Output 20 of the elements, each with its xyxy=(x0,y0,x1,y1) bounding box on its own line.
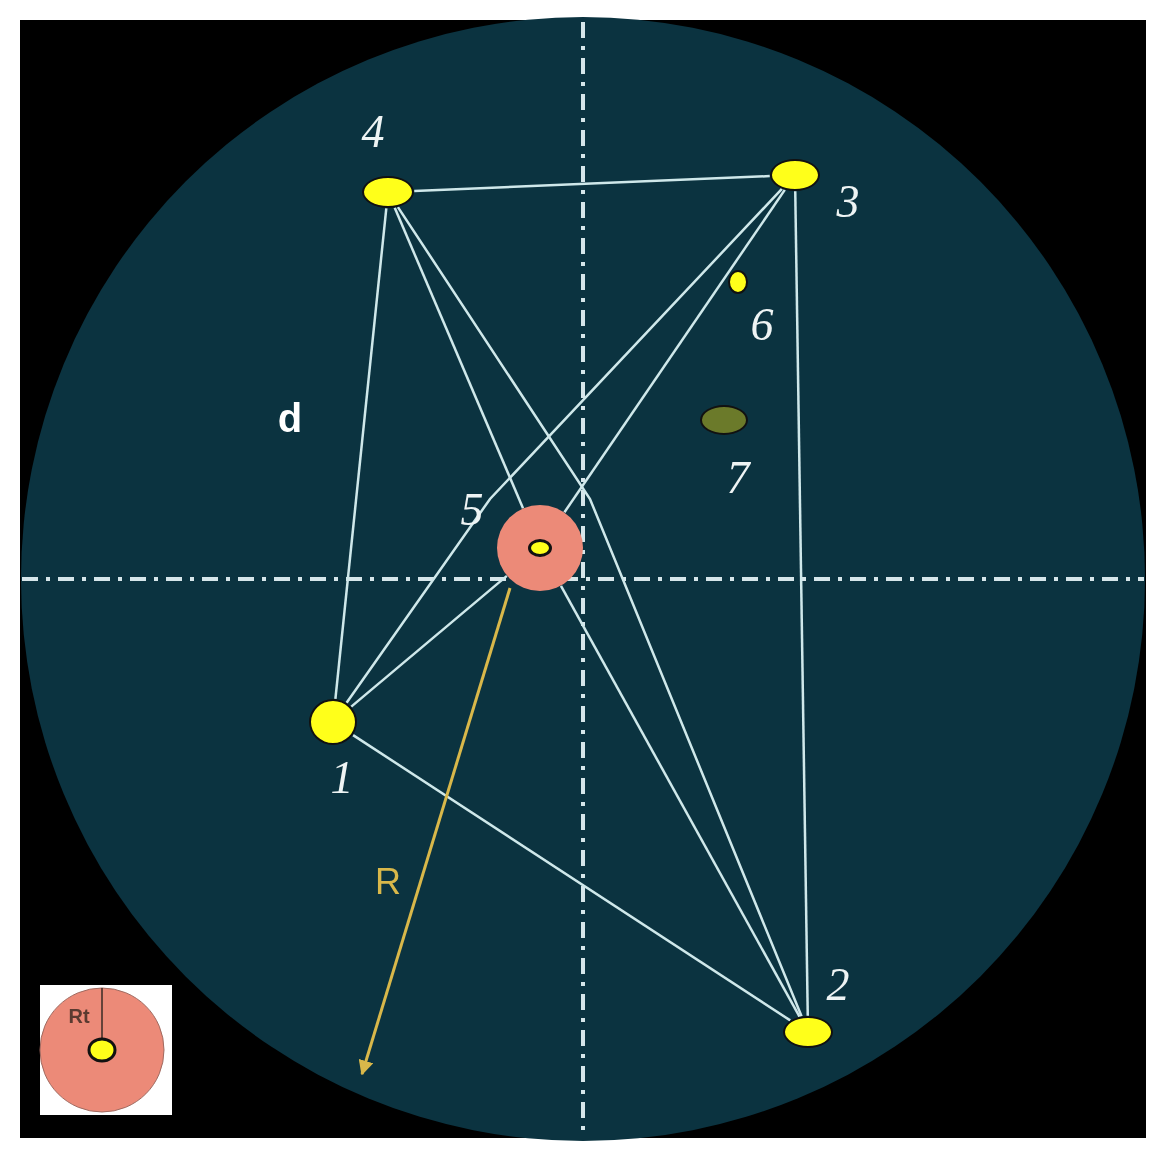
connector-line xyxy=(345,188,783,704)
connector-line xyxy=(563,189,786,513)
dimension-label: d xyxy=(277,398,303,438)
connector-line xyxy=(334,208,388,699)
point-number: 5 xyxy=(460,487,484,533)
connector-line xyxy=(393,207,525,509)
point-number: 3 xyxy=(836,179,860,225)
connector-line xyxy=(794,191,809,1016)
connector-line xyxy=(396,206,803,1017)
point-number: 4 xyxy=(361,109,385,155)
connector-line xyxy=(350,574,508,708)
point-number: 7 xyxy=(726,455,750,501)
connector-line xyxy=(559,585,801,1018)
point-number: 2 xyxy=(826,962,850,1008)
point-number: 6 xyxy=(750,302,774,348)
point-number: 1 xyxy=(330,755,354,801)
connector-line xyxy=(352,734,791,1022)
connector-line xyxy=(414,174,770,193)
radius-label: R xyxy=(375,864,401,900)
radius-label: Rt xyxy=(68,1006,90,1026)
